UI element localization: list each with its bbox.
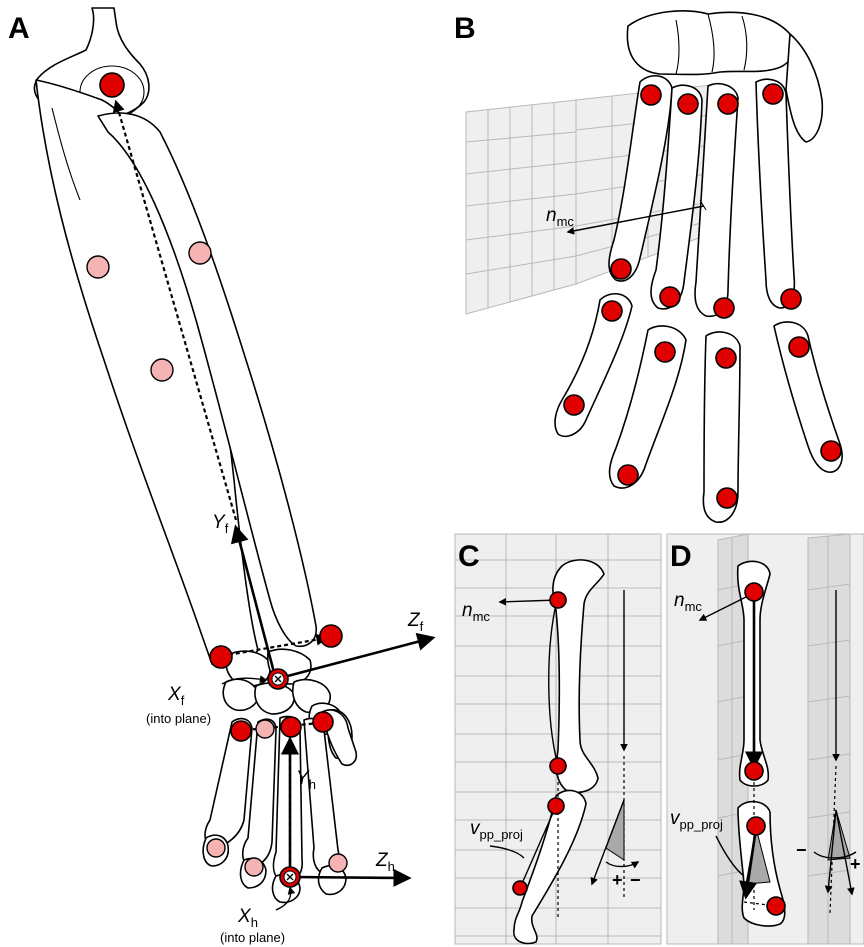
marker-mc-base-c <box>549 591 567 609</box>
marker-pp-5 <box>328 853 348 873</box>
phalanx-vector-schematic-d <box>824 809 837 894</box>
marker-mc2-head <box>610 258 632 280</box>
marker-mc-head-c <box>549 757 567 775</box>
marker-radial-styloid <box>209 645 233 669</box>
nmc-vector-arrow-c <box>498 597 559 606</box>
panel-b: B <box>454 10 843 523</box>
phalanx-vector-arrow-c <box>590 799 625 886</box>
hand-bones-a <box>202 709 358 904</box>
marker-pp-2 <box>206 838 226 858</box>
marker-pp2-head <box>563 394 585 416</box>
vpp-vector-arrow-d <box>739 827 758 900</box>
phalanx-vector-alt-d <box>835 809 855 896</box>
marker-forearm-1 <box>86 255 110 279</box>
marker-mc-base-d <box>744 582 764 602</box>
marker-mc5-base <box>762 83 784 105</box>
marker-pp4-base <box>715 347 737 369</box>
angle-arc-d <box>813 851 857 859</box>
marker-pp-base-c <box>547 797 565 815</box>
phalanx-side-view <box>513 789 587 945</box>
plus-sign-c: + <box>612 870 623 890</box>
nmc-vector-arrow-d <box>698 593 753 621</box>
marker-mc4-base <box>717 93 739 115</box>
panel-c-letter: C <box>458 540 480 573</box>
marker-pp5-base <box>788 336 810 358</box>
metacarpal-axis-arrow-c <box>548 603 561 768</box>
marker-mcp-3 <box>255 719 275 739</box>
carpal-bones-b <box>626 10 824 143</box>
plus-sign-d: + <box>850 854 861 874</box>
marker-mc3-head <box>659 286 681 308</box>
marker-pp4-head <box>716 487 738 509</box>
marker-pp-base-d <box>746 816 766 836</box>
marker-mcp-4 <box>280 716 302 738</box>
nmc-label-b: nmc <box>546 205 574 229</box>
xf-cross-icon <box>274 675 282 683</box>
marker-mcp-2 <box>230 720 252 742</box>
marker-pp3-base <box>654 341 676 363</box>
radius-crest <box>51 107 81 201</box>
marker-humerus <box>99 72 125 98</box>
ulna-bone <box>97 112 318 648</box>
marker-forearm-2 <box>188 241 212 265</box>
xf-callout-line <box>221 675 268 685</box>
marker-pp-3 <box>244 857 264 877</box>
marker-pp3-head <box>617 464 639 486</box>
vpp-label-d: vpp_proj <box>670 808 723 832</box>
yf-label: Yf <box>212 512 229 536</box>
vpp-callout-d <box>715 835 745 877</box>
panel-c-markers <box>512 591 567 896</box>
marker-pp2-base <box>601 300 623 322</box>
xf-note: (into plane) <box>146 711 211 726</box>
zf-label: Zf <box>407 610 424 634</box>
zf-axis-arrow <box>279 632 436 680</box>
marker-mc5-head <box>780 288 802 310</box>
minus-sign-d: − <box>796 840 807 860</box>
metacarpal-side-view <box>552 559 605 794</box>
marker-forearm-3 <box>150 358 174 382</box>
nmc-label-d: nmc <box>674 590 702 614</box>
panel-d-letter: D <box>670 540 692 573</box>
marker-pp5-head <box>820 440 842 462</box>
marker-mc3-base <box>677 93 699 115</box>
xf-label: Xf <box>167 684 185 708</box>
vpp-callout-c <box>489 845 525 859</box>
marker-mcp-5 <box>312 711 334 733</box>
yh-label: Yh <box>296 768 316 792</box>
panel-d: D nmc vpp_proj − + <box>666 533 864 945</box>
marker-mc-head-d <box>744 761 764 781</box>
forearm-long-axis-line <box>112 99 238 521</box>
vpp-label-c: vpp_proj <box>470 818 523 842</box>
angle-shading-schematic-d <box>827 809 851 861</box>
panel-b-letter: B <box>454 12 476 45</box>
zh-label: Zh <box>375 850 395 874</box>
nmc-label-c: nmc <box>462 600 490 624</box>
zh-axis-arrow <box>291 868 412 887</box>
marker-mc2-base <box>640 84 662 106</box>
nmc-vector-arrow <box>566 205 705 235</box>
yf-axis-arrow <box>230 524 278 681</box>
xh-label: Xh <box>237 906 258 930</box>
panel-a-letter: A <box>8 12 30 45</box>
marker-mc4-head <box>713 297 735 319</box>
marker-pp-head-c <box>512 880 528 896</box>
nmc-vector-tick <box>699 199 707 211</box>
panel-d-frame <box>666 533 864 945</box>
panel-c-frame <box>454 533 662 945</box>
marker-pp-head-d <box>766 896 786 916</box>
vpp-vector-arrow-c <box>518 805 557 890</box>
xh-cross-icon <box>286 873 294 881</box>
metacarpal-bones-b <box>608 75 796 318</box>
styloid-line <box>221 633 329 658</box>
xh-callout-line <box>275 886 296 911</box>
angle-arc-c <box>605 861 640 869</box>
marker-ulnar-styloid <box>319 624 343 648</box>
minus-sign-c: − <box>630 870 641 890</box>
panel-a: A <box>8 7 436 945</box>
proximal-phalanges-b <box>554 293 843 523</box>
xh-note: (into plane) <box>220 930 285 945</box>
